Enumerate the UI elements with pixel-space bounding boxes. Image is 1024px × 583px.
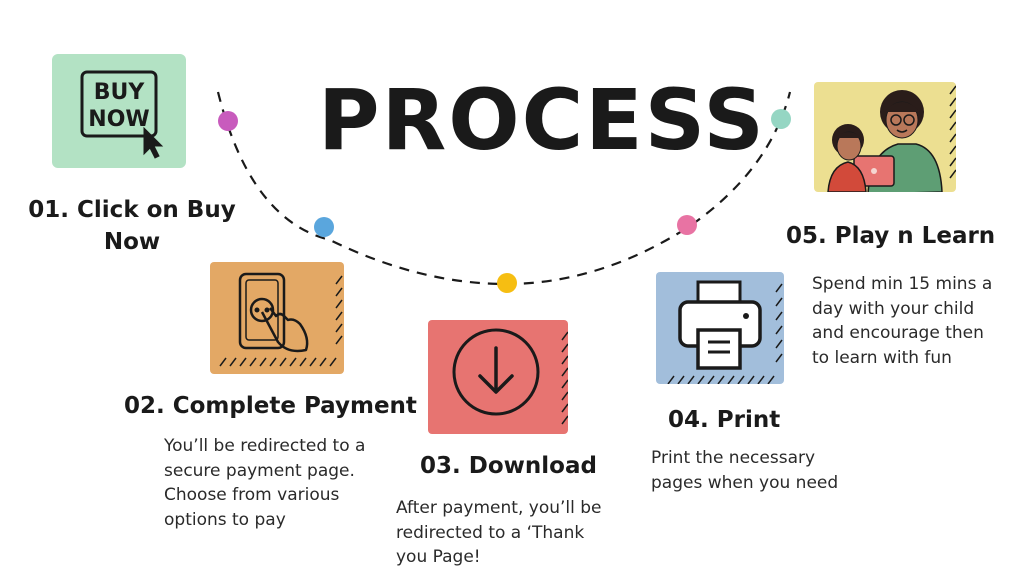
step1-card: BUY NOW bbox=[52, 54, 186, 168]
printer-icon bbox=[667, 280, 783, 384]
step1-title: 01. Click on Buy Now bbox=[28, 197, 236, 255]
step5-desc: Spend min 15 mins a day with your child … bbox=[812, 274, 993, 368]
parent-child-illustration bbox=[827, 85, 956, 192]
download-icon bbox=[452, 328, 568, 425]
step3-desc: After payment, you’ll be redirected to a… bbox=[396, 498, 602, 567]
step5-card bbox=[814, 82, 956, 192]
step4-desc: Print the necessary pages when you need bbox=[651, 448, 839, 493]
step5-title: 05. Play n Learn bbox=[786, 223, 996, 249]
step3-card bbox=[428, 320, 568, 434]
page-title: PROCESS bbox=[318, 71, 766, 169]
step4-dot bbox=[677, 215, 697, 235]
step4-card bbox=[656, 272, 784, 384]
buy-text: BUY bbox=[94, 80, 146, 105]
step4-title: 04. Print bbox=[668, 407, 781, 433]
touch-phone-icon bbox=[219, 272, 343, 367]
buy-now-icon: BUY NOW bbox=[80, 70, 164, 159]
step3-dot bbox=[497, 273, 517, 293]
step2-dot bbox=[314, 217, 334, 237]
now-text: NOW bbox=[88, 107, 149, 132]
step2-title: 02. Complete Payment bbox=[124, 393, 417, 419]
step5-dot bbox=[771, 109, 791, 129]
step2-desc: You’ll be redirected to a secure payment… bbox=[164, 436, 366, 530]
step2-card bbox=[210, 262, 344, 374]
step1-dot bbox=[218, 111, 238, 131]
step3-title: 03. Download bbox=[420, 453, 597, 479]
